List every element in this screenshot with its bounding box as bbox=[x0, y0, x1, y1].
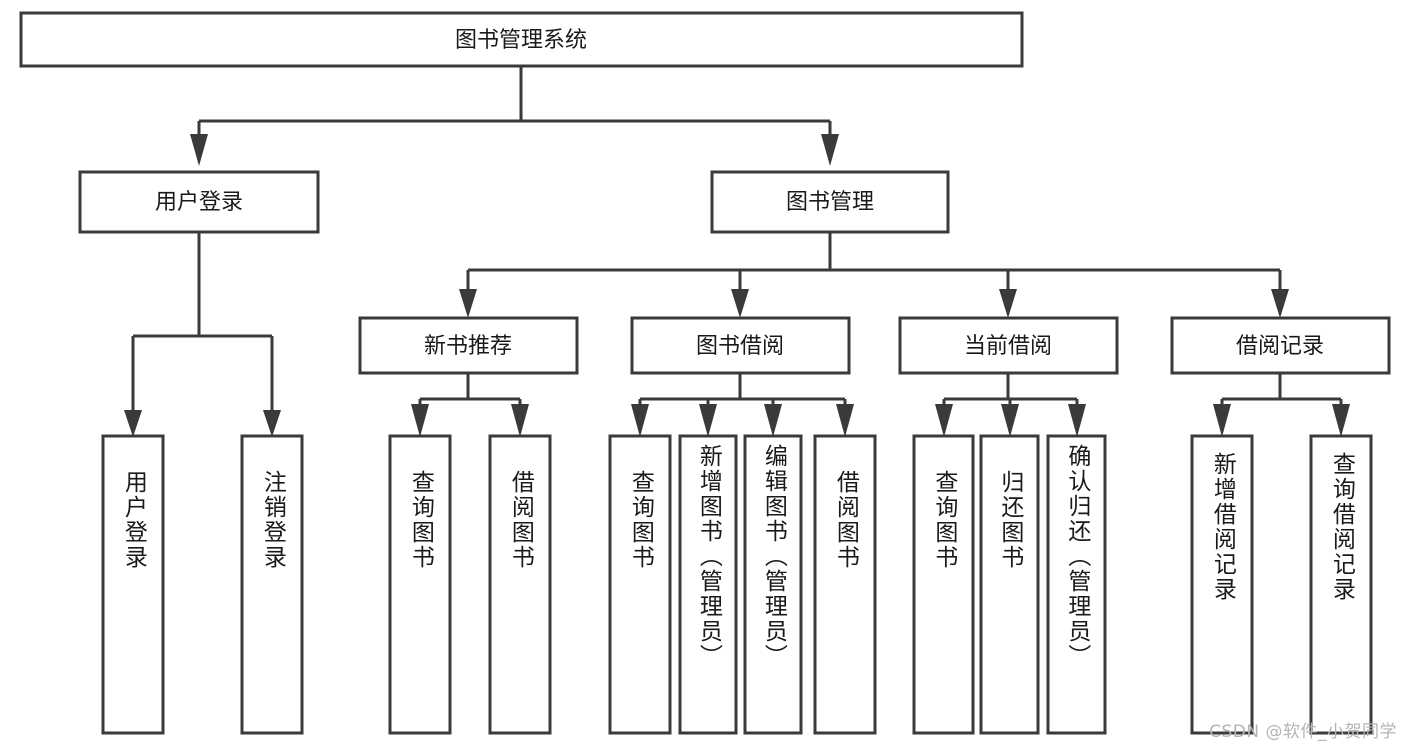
connector-borrow-record-to-leaves bbox=[1213, 373, 1350, 437]
arrow-to-borrow-record bbox=[1271, 289, 1289, 318]
arrow-to-current-borrow bbox=[999, 289, 1017, 318]
node-book-borrow[interactable]: 图书借阅 bbox=[630, 316, 851, 375]
node-current-borrow-label: 当前借阅 bbox=[964, 334, 1052, 359]
leaf-box-nbr-1[interactable] bbox=[388, 434, 452, 735]
arrow-cb-leaf-2 bbox=[1001, 404, 1019, 437]
node-new-book-recommend[interactable]: 新书推荐 bbox=[358, 316, 579, 375]
arrow-br-leaf-2 bbox=[1332, 404, 1350, 437]
connector-book-borrow-to-leaves bbox=[631, 373, 854, 437]
arrow-to-user-login bbox=[190, 134, 208, 166]
leaf-box-cb-3[interactable] bbox=[1046, 434, 1107, 735]
node-user-login-label: 用户登录 bbox=[155, 190, 243, 215]
node-book-manage-label: 图书管理 bbox=[786, 190, 874, 215]
leaf-box-cb-2[interactable] bbox=[979, 434, 1040, 735]
connector-book-manage-to-level2 bbox=[459, 232, 1289, 318]
leaf-box-bb-1[interactable] bbox=[608, 434, 672, 735]
arrow-cb-leaf-1 bbox=[935, 404, 953, 437]
node-current-borrow-box[interactable] bbox=[898, 316, 1119, 375]
arrow-nbr-leaf-1 bbox=[411, 404, 429, 437]
arrow-br-leaf-1 bbox=[1213, 404, 1231, 437]
node-borrow-record-label: 借阅记录 bbox=[1236, 334, 1324, 359]
arrow-cb-leaf-3 bbox=[1068, 404, 1086, 437]
arrow-nbr-leaf-2 bbox=[511, 404, 529, 437]
node-current-borrow[interactable]: 当前借阅 bbox=[898, 316, 1119, 375]
arrow-bb-leaf-1 bbox=[631, 404, 649, 437]
leaf-box-nbr-2[interactable] bbox=[488, 434, 552, 735]
arrow-to-book-borrow bbox=[731, 289, 749, 318]
arrow-bb-leaf-3 bbox=[764, 404, 782, 437]
node-book-manage-box[interactable] bbox=[710, 170, 950, 234]
leaf-box-br-2[interactable] bbox=[1309, 434, 1373, 735]
leaf-box-br-1[interactable] bbox=[1190, 434, 1254, 735]
node-root-box[interactable] bbox=[19, 11, 1024, 68]
arrow-bb-leaf-4 bbox=[836, 404, 854, 437]
connector-user-login-to-leaves bbox=[124, 232, 281, 437]
arrow-user-login-leaf-2 bbox=[263, 410, 281, 437]
arrow-to-book-manage bbox=[821, 134, 839, 166]
node-user-login[interactable]: 用户登录 bbox=[78, 170, 320, 234]
node-borrow-record[interactable]: 借阅记录 bbox=[1170, 316, 1391, 375]
leaf-box-cb-1[interactable] bbox=[912, 434, 975, 735]
leaf-box-user-login-1[interactable] bbox=[101, 434, 165, 735]
node-borrow-record-box[interactable] bbox=[1170, 316, 1391, 375]
node-new-book-recommend-box[interactable] bbox=[358, 316, 579, 375]
arrow-user-login-leaf-1 bbox=[124, 410, 142, 437]
connector-new-book-recommend-to-leaves bbox=[411, 373, 529, 437]
leaf-box-bb-3[interactable] bbox=[743, 434, 803, 735]
node-new-book-recommend-label: 新书推荐 bbox=[424, 334, 512, 359]
arrow-to-new-book-recommend bbox=[459, 289, 477, 318]
connector-current-borrow-to-leaves bbox=[935, 373, 1086, 437]
arrow-bb-leaf-2 bbox=[699, 404, 717, 437]
leaf-box-bb-4[interactable] bbox=[813, 434, 877, 735]
node-root-label: 图书管理系统 bbox=[455, 28, 587, 53]
csdn-watermark: CSDN @软件_小贺同学 bbox=[1209, 722, 1397, 742]
node-root[interactable]: 图书管理系统 bbox=[19, 11, 1024, 68]
node-book-manage[interactable]: 图书管理 bbox=[710, 170, 950, 234]
node-book-borrow-box[interactable] bbox=[630, 316, 851, 375]
leaf-box-bb-2[interactable] bbox=[678, 434, 738, 735]
connector-root-to-level1 bbox=[190, 66, 839, 166]
leaf-box-user-login-2[interactable] bbox=[240, 434, 304, 735]
node-book-borrow-label: 图书借阅 bbox=[696, 334, 784, 359]
